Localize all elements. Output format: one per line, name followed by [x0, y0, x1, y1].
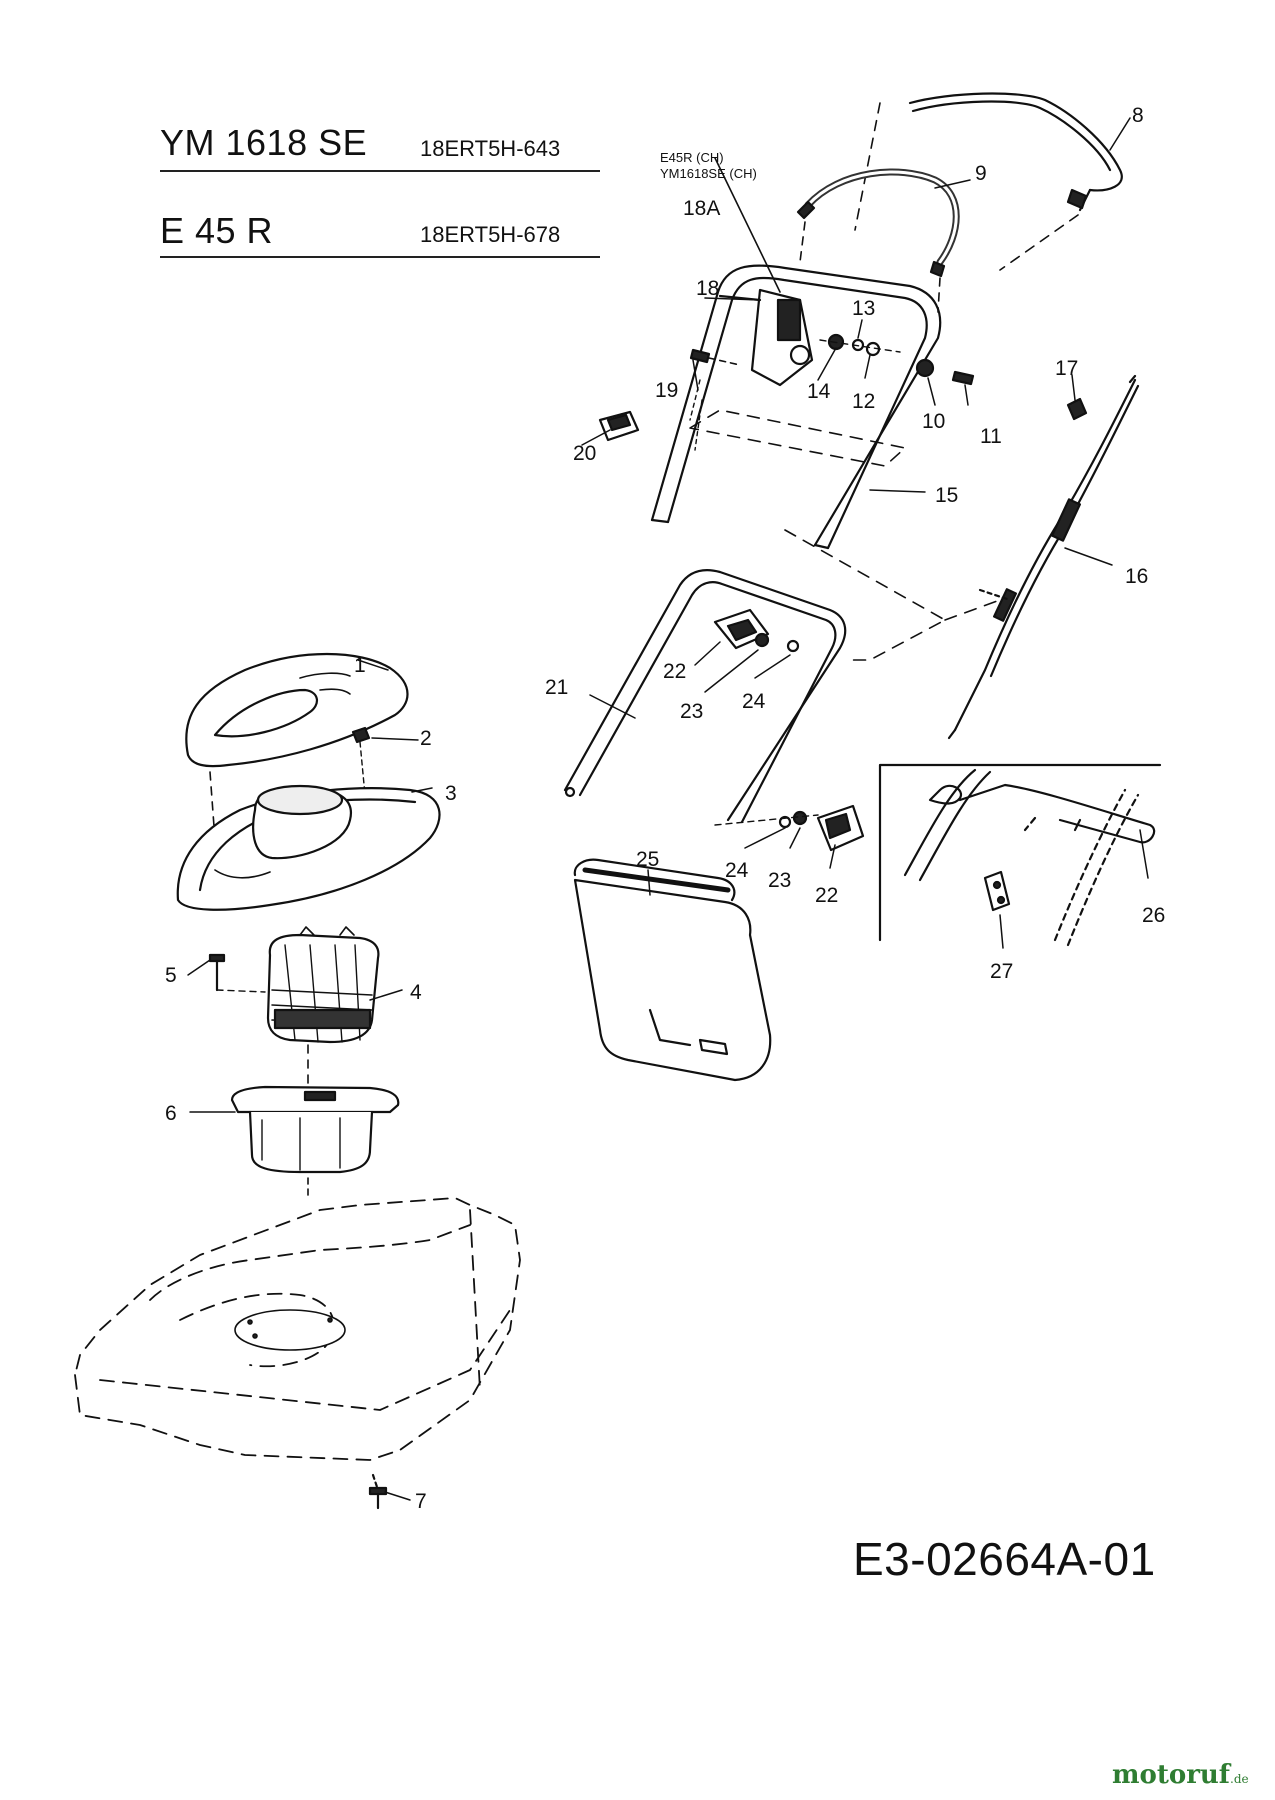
callout-18: 18: [696, 277, 719, 300]
watermark-name: motoruf: [1112, 1760, 1230, 1790]
part-18-switch-box: [718, 288, 814, 387]
mower-deck: [74, 1197, 521, 1461]
callout-17: 17: [1055, 357, 1078, 380]
inset-box: [878, 763, 1162, 947]
deck-center-hole: [234, 1309, 346, 1351]
site-watermark: motoruf.de: [1112, 1760, 1249, 1790]
callout-6: 6: [165, 1102, 177, 1125]
model-row-1: YM 1618 SE 18ERT5H-643: [160, 122, 600, 212]
part-6-motor-base: [230, 1085, 400, 1174]
callout-15: 15: [935, 484, 958, 507]
callout-9: 9: [975, 162, 987, 185]
part-1-motor-hood: [185, 652, 409, 768]
callout-19: 19: [655, 379, 678, 402]
callout-22-lower: 22: [815, 884, 838, 907]
part-12-13-14-fasteners: [819, 333, 901, 357]
part-22-clamp-knob-lower: [816, 804, 865, 852]
callout-18a: 18A: [683, 197, 720, 220]
part-22-clamp-knob-upper: [713, 608, 770, 650]
model-name-2: E 45 R: [160, 210, 274, 251]
callout-5: 5: [165, 964, 177, 987]
part-9-cable-grip: [796, 168, 960, 278]
callout-23-lower: 23: [768, 869, 791, 892]
callout-27: 27: [990, 960, 1013, 983]
part-10-11-bolt: [915, 358, 975, 386]
callout-23-upper: 23: [680, 700, 703, 723]
callout-22-upper: 22: [663, 660, 686, 683]
callout-24-upper: 24: [742, 690, 766, 713]
callout-14: 14: [807, 380, 831, 403]
leader-lines: [187, 117, 1149, 1501]
diagram-reference-code: E3-02664A-01: [853, 1533, 1156, 1585]
callout-26: 26: [1142, 904, 1165, 927]
part-5-screw: [208, 953, 266, 993]
variant-note-line-1: E45R (CH): [660, 150, 724, 165]
part-16-17-bowden-cable: [947, 374, 1140, 740]
callout-24-lower: 24: [725, 859, 749, 882]
callout-2: 2: [420, 727, 432, 750]
part-19-bolt: [689, 348, 741, 366]
part-4-electric-motor: [266, 926, 380, 1044]
divider-line-1: [160, 170, 600, 172]
variant-note: E45R (CH) YM1618SE (CH): [660, 150, 757, 182]
callout-12: 12: [852, 390, 875, 413]
part-25-grass-collector: [573, 858, 772, 1082]
part-21-lower-handle: [563, 569, 847, 824]
callout-8: 8: [1132, 104, 1144, 127]
callout-labels: 1 2 3 4 5 6 7 8 9 10 11 12 13 14 15 16 1…: [165, 104, 1165, 1513]
model-code-2: 18ERT5H-678: [420, 222, 561, 247]
watermark-tld: .de: [1230, 1772, 1249, 1786]
part-7-screw: [368, 1473, 388, 1510]
part-23-24-washers: [714, 632, 819, 829]
model-code-1: 18ERT5H-643: [420, 136, 561, 161]
part-3-motor-housing: [176, 784, 441, 911]
part-20-cable-clip: [598, 410, 640, 442]
part-2-screw: [351, 726, 371, 796]
model-name-1: YM 1618 SE: [160, 122, 368, 163]
variant-note-line-2: YM1618SE (CH): [660, 166, 757, 181]
callout-20: 20: [573, 442, 596, 465]
callout-7: 7: [415, 1490, 427, 1513]
callout-25: 25: [636, 848, 659, 871]
callout-16: 16: [1125, 565, 1148, 588]
callout-1: 1: [354, 654, 366, 677]
callout-13: 13: [852, 297, 875, 320]
callout-11: 11: [980, 425, 1002, 448]
part-8-brake-bar: [908, 92, 1123, 212]
callout-21: 21: [545, 676, 568, 699]
model-row-2: E 45 R 18ERT5H-678: [160, 122, 600, 258]
callout-4: 4: [410, 981, 422, 1004]
model-title-block: YM 1618 SE 18ERT5H-643 E 45 R 18ERT5H-67…: [160, 122, 600, 258]
callout-10: 10: [922, 410, 945, 433]
divider-line-2: [160, 256, 600, 258]
callout-3: 3: [445, 782, 457, 805]
part-15-upper-handle: [650, 264, 942, 550]
